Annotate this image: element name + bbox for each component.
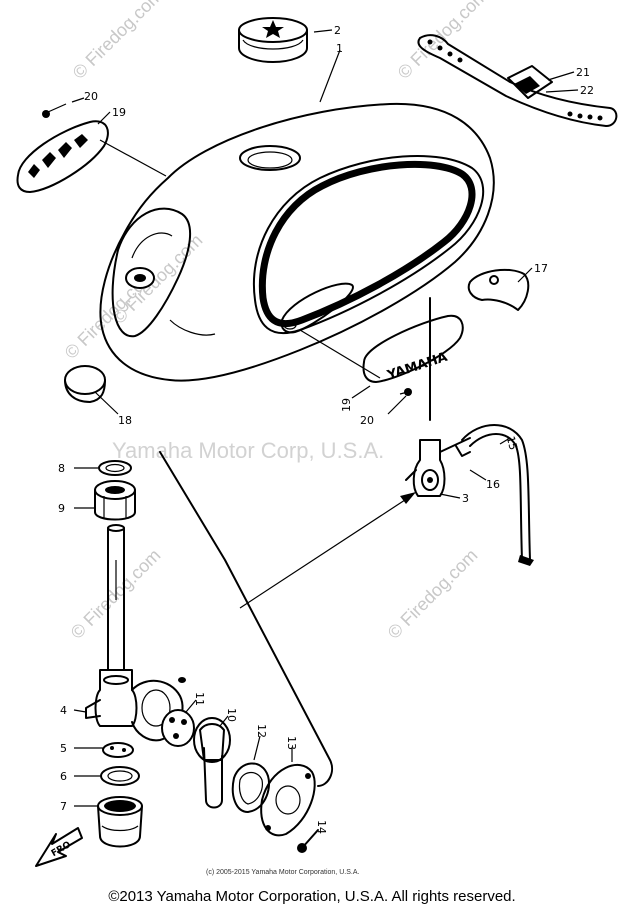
- watermark-center: Yamaha Motor Corp, U.S.A.: [112, 438, 384, 463]
- part-screw-14: [297, 829, 319, 853]
- callout-19-right: 19: [340, 398, 353, 412]
- cap-plug: [64, 365, 106, 403]
- part-plate-13: [260, 763, 316, 837]
- callout-numbers: 2 1 20 19 21 22 17 18 19 20 16 15 3 8 9 …: [58, 24, 594, 834]
- callout-11: 11: [193, 692, 206, 706]
- callout-6: 6: [60, 770, 67, 783]
- leader-lines: [71, 29, 579, 807]
- part-oring-6: [100, 766, 140, 786]
- callout-15: 15: [504, 435, 520, 452]
- callout-4: 4: [60, 704, 67, 717]
- watermark-text: © Firedog.com: [394, 0, 492, 83]
- watermark-text: © Firedog.com: [69, 0, 167, 83]
- emblem-left: [16, 103, 109, 193]
- callout-10: 10: [225, 708, 238, 722]
- watermark-text: © Firedog.com: [384, 545, 482, 643]
- callout-2: 2: [334, 24, 341, 37]
- part-gasket-11: [161, 709, 195, 747]
- copyright-footer: ©2013 Yamaha Motor Corporation, U.S.A. A…: [108, 888, 516, 905]
- filler-cap: [238, 17, 308, 63]
- emblem-right: YAMAHA: [362, 314, 464, 396]
- part-washer-12: [231, 762, 270, 813]
- callout-20-top: 20: [84, 90, 98, 103]
- tank-strap: [417, 34, 618, 127]
- callout-13: 13: [285, 736, 298, 750]
- callout-18: 18: [118, 414, 132, 427]
- callout-16: 16: [486, 478, 500, 491]
- callout-12: 12: [255, 724, 268, 738]
- callout-3: 3: [462, 492, 469, 505]
- cushion: [467, 268, 530, 311]
- callout-8: 8: [58, 462, 65, 475]
- callout-17: 17: [534, 262, 548, 275]
- callout-7: 7: [60, 800, 67, 813]
- callout-14: 14: [315, 820, 328, 834]
- callout-5: 5: [60, 742, 67, 755]
- part-washer-small: [178, 677, 186, 683]
- callout-1: 1: [336, 42, 343, 55]
- front-arrow: FRO: [35, 827, 83, 867]
- part-lever-10: [193, 717, 231, 809]
- emblem-text: YAMAHA: [385, 350, 450, 384]
- part-nut-9: [94, 480, 136, 521]
- part-gasket-8: [98, 460, 132, 476]
- diagram-copyright: (c) 2005-2015 Yamaha Motor Corporation, …: [206, 869, 359, 876]
- part-fuel-cock-body-4: [85, 524, 184, 742]
- callout-21: 21: [576, 66, 590, 79]
- callout-22: 22: [580, 84, 594, 97]
- callout-20-right: 20: [360, 414, 374, 427]
- part-washer-5: [102, 742, 134, 758]
- fuel-tank: [99, 102, 495, 421]
- part-cup-7: [97, 796, 143, 848]
- callout-9: 9: [58, 502, 65, 515]
- fuel-cock-assembly: [405, 424, 534, 566]
- callout-19-top: 19: [112, 106, 126, 119]
- exploded-view-lines: [159, 451, 416, 787]
